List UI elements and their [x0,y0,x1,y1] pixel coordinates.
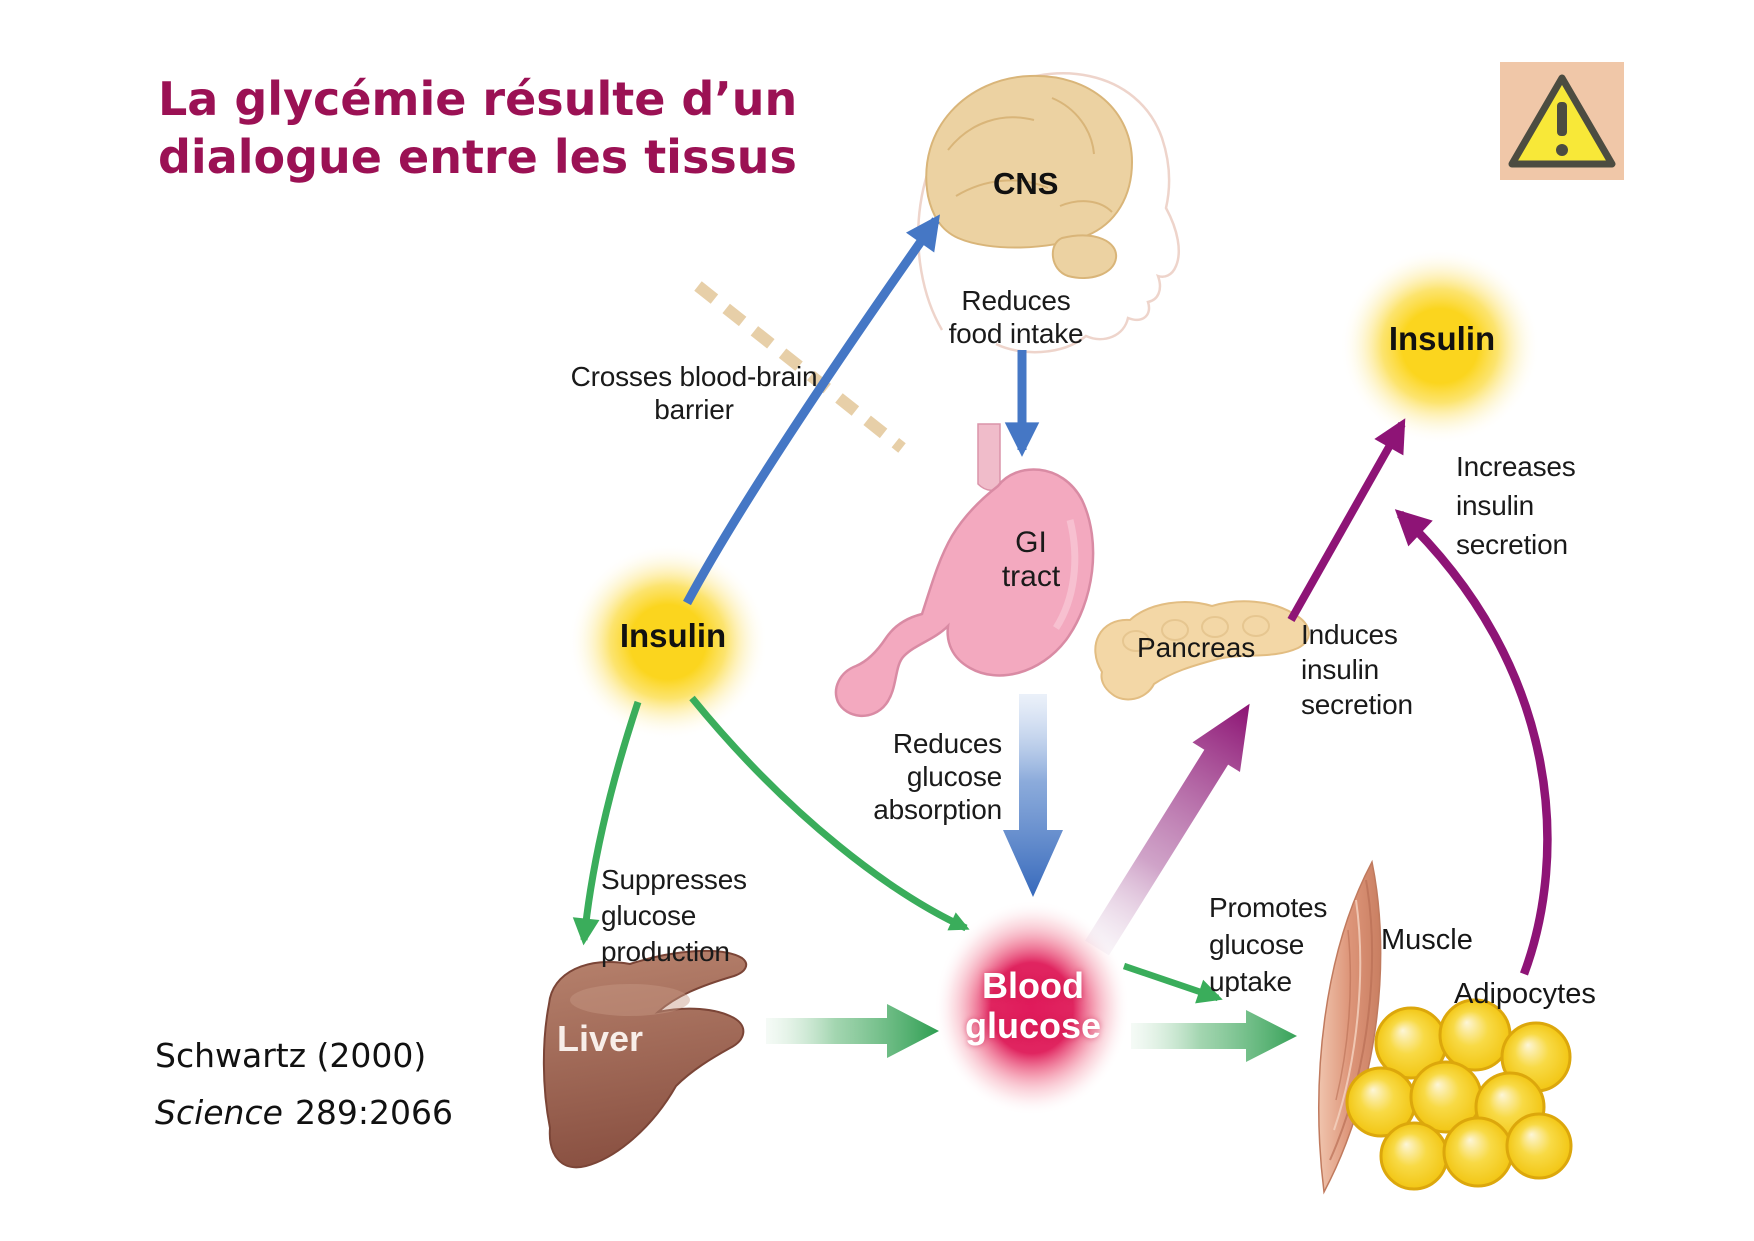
reduces-food-intake-label: Reduces food intake [948,285,1084,349]
brain-illustration [925,74,1134,279]
blood-brain-barrier-dashes [694,281,906,453]
promotes-glucose-uptake-label: Promotes glucose uptake [1209,892,1328,997]
arrow-adipocytes-to-insulin [1394,509,1552,976]
arrow-insulin-to-liver [572,700,642,946]
blood-glucose-glow [934,900,1130,1116]
arrow-blood-glucose-to-muscle-thick [1131,1010,1297,1062]
blood-glucose-label: Blood glucose [964,965,1102,1046]
liver-illustration [542,949,748,1169]
liver-label: Liver [557,1018,644,1059]
reduces-glucose-absorption-label: Reduces glucose absorption [873,728,1002,825]
arrow-blood-glucose-to-pancreas [1085,703,1250,956]
slide-title-line1: La glycémie résulte d’un [158,72,798,126]
insulin-left-label: Insulin [619,617,727,654]
crosses-blood-brain-barrier-label: Crosses blood-brain barrier [570,361,818,425]
pancreas-label: Pancreas [1137,632,1256,663]
induces-insulin-secretion-label: Induces insulin secretion [1301,619,1413,720]
arrow-pancreas-to-insulin [1287,418,1406,622]
pancreas-illustration [1094,600,1310,701]
arrow-insulin-to-cns [683,214,940,606]
citation-journal: Science [155,1093,283,1132]
increases-insulin-secretion-label: Increases insulin secretion [1456,451,1576,560]
gi-tract-illustration [834,423,1095,718]
insulin-right-glow [1340,248,1540,444]
insulin-right-label: Insulin [1388,320,1496,357]
citation-volume-page: 289:2066 [294,1093,454,1132]
muscle-illustration [1318,859,1382,1195]
muscle-label: Muscle [1381,924,1473,956]
suppresses-glucose-production-label: Suppresses glucose production [601,864,747,967]
citation-author: Schwartz (2000) [155,1036,427,1075]
slide-title-line2: dialogue entre les tissus [158,130,797,184]
arrow-insulin-to-blood-glucose [689,695,970,932]
insulin-left-glow [568,544,768,740]
adipocytes-label: Adipocytes [1454,978,1596,1010]
citation-reference: Science 289:2066 [155,1093,453,1132]
arrow-blood-glucose-to-muscle-thin [1122,962,1223,1004]
gi-tract-label: GI tract [1001,526,1061,593]
adipocytes-illustration [1345,998,1573,1191]
warning-badge [1500,62,1624,180]
cns-label: CNS [993,166,1059,201]
arrow-gi-to-blood-glucose [1003,694,1063,897]
arrow-liver-to-blood-glucose [766,1004,939,1058]
warning-triangle-icon [1508,74,1616,168]
slide-title: La glycémie résulte d’un dialogue entre … [158,70,797,186]
